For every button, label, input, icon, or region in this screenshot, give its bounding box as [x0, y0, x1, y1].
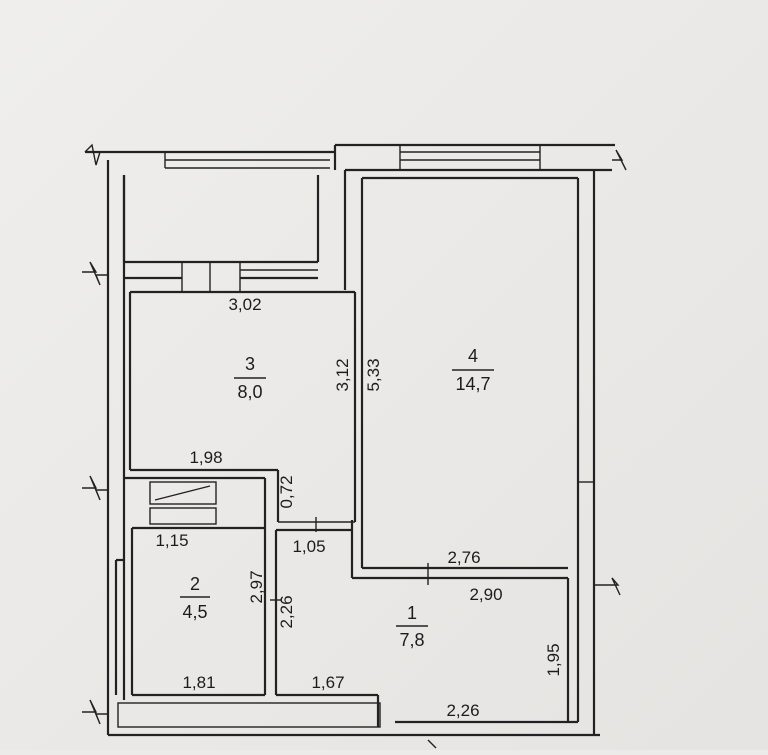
dim-167: 1,67	[311, 673, 344, 692]
room-3-area: 8,0	[237, 382, 262, 402]
room-2-outline	[114, 476, 267, 697]
room-3-number: 3	[245, 354, 255, 374]
dim-105: 1,05	[292, 537, 325, 556]
room-2-area: 4,5	[182, 602, 207, 622]
dim-181: 1,81	[182, 673, 215, 692]
dim-195: 1,95	[544, 643, 563, 676]
dim-198: 1,98	[189, 448, 222, 467]
dim-115: 1,15	[155, 531, 188, 550]
room-2-number: 2	[190, 574, 200, 594]
room-1-label: 1 7,8	[396, 603, 428, 650]
room-3-label: 3 8,0	[234, 354, 266, 402]
dim-072: 0,72	[277, 475, 296, 508]
room-4-label: 4 14,7	[452, 346, 494, 394]
room-4-number: 4	[468, 346, 478, 366]
dim-226-horizontal: 2,26	[446, 701, 479, 720]
room-1-area: 7,8	[399, 630, 424, 650]
wall-break-marks	[82, 143, 627, 725]
dim-297: 2,97	[247, 570, 266, 603]
dimension-ticks	[270, 517, 437, 749]
room-3-outline	[124, 261, 357, 523]
dim-226-vertical: 2,26	[277, 595, 296, 628]
dim-276: 2,76	[447, 548, 480, 567]
room-4-area: 14,7	[455, 374, 490, 394]
room-1-number: 1	[407, 603, 417, 623]
room-4-outline	[350, 176, 578, 580]
room-2-label: 2 4,5	[180, 574, 210, 622]
dim-533: 5,33	[364, 358, 383, 391]
room-1-outline	[117, 528, 570, 728]
dim-302: 3,02	[228, 295, 261, 314]
dim-290: 2,90	[469, 585, 502, 604]
exterior-walls	[85, 143, 615, 737]
dim-312: 3,12	[333, 358, 352, 391]
dimension-labels: 3,02 3,12 5,33 1,98 0,72 1,15 1,05 2,76 …	[155, 295, 563, 720]
